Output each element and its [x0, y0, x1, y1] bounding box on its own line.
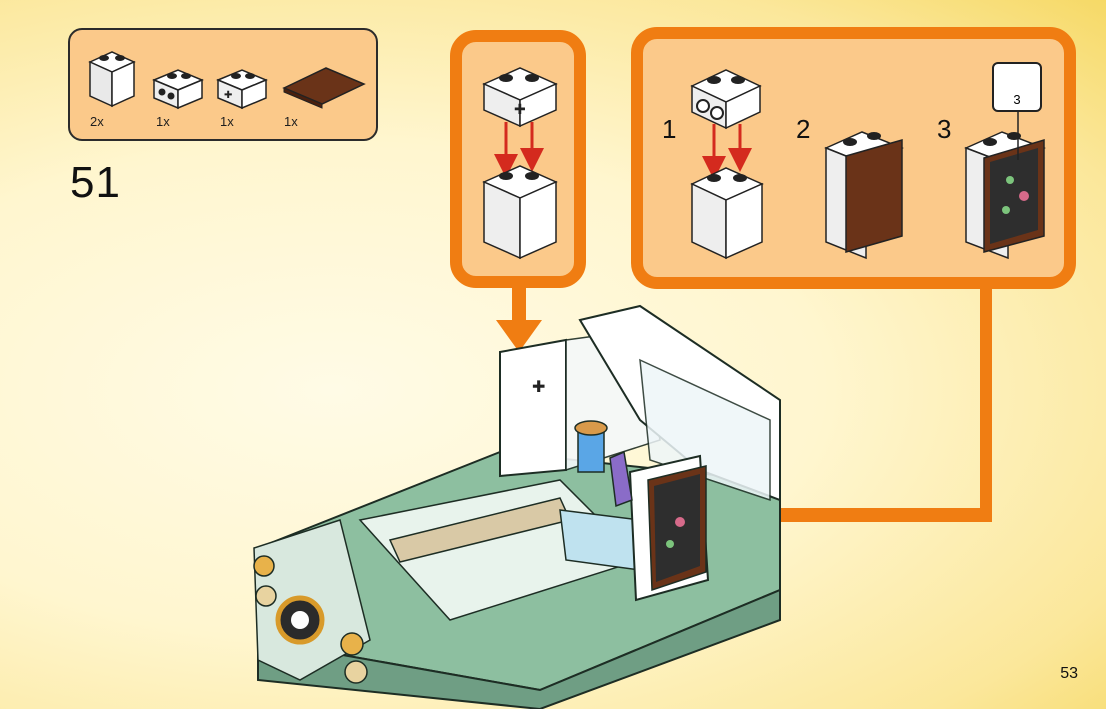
axle-brick-above: ✚ — [482, 67, 558, 128]
sticker-number: 3 — [1013, 92, 1021, 107]
van-model: ✚ — [253, 304, 781, 709]
substep-number-1: 1 — [662, 114, 677, 144]
part-qty-4: 1x — [284, 114, 298, 129]
orange-arrow-down — [496, 288, 542, 352]
white-brick-base-1 — [690, 167, 764, 260]
part-qty-1: 2x — [90, 114, 104, 129]
part-qty-3: 1x — [220, 114, 234, 129]
svg-text:✚: ✚ — [514, 102, 526, 118]
substep-number-3: 3 — [937, 114, 952, 144]
part-qty-2: 1x — [156, 114, 170, 129]
white-1x2-brick-with-axle-hole-icon: ✚ — [216, 69, 268, 110]
white-1x2-brick-with-studs-on-side-icon — [152, 69, 204, 110]
white-1x2-brick-icon — [88, 51, 136, 108]
callout-subassembly-a — [450, 30, 586, 288]
brick-with-brown-tile — [824, 131, 904, 260]
sticker-number-tag: 3 — [992, 62, 1042, 112]
substep-number-2: 2 — [796, 114, 811, 144]
svg-text:✚: ✚ — [224, 90, 232, 101]
step-number: 51 — [70, 158, 121, 207]
white-brick-below — [482, 165, 558, 260]
brick-with-menu-sticker — [964, 131, 1046, 260]
side-stud-brick — [690, 69, 762, 130]
svg-text:✚: ✚ — [532, 377, 545, 396]
brown-2x4-tile-icon — [282, 67, 366, 109]
page-number: 53 — [1060, 665, 1078, 682]
